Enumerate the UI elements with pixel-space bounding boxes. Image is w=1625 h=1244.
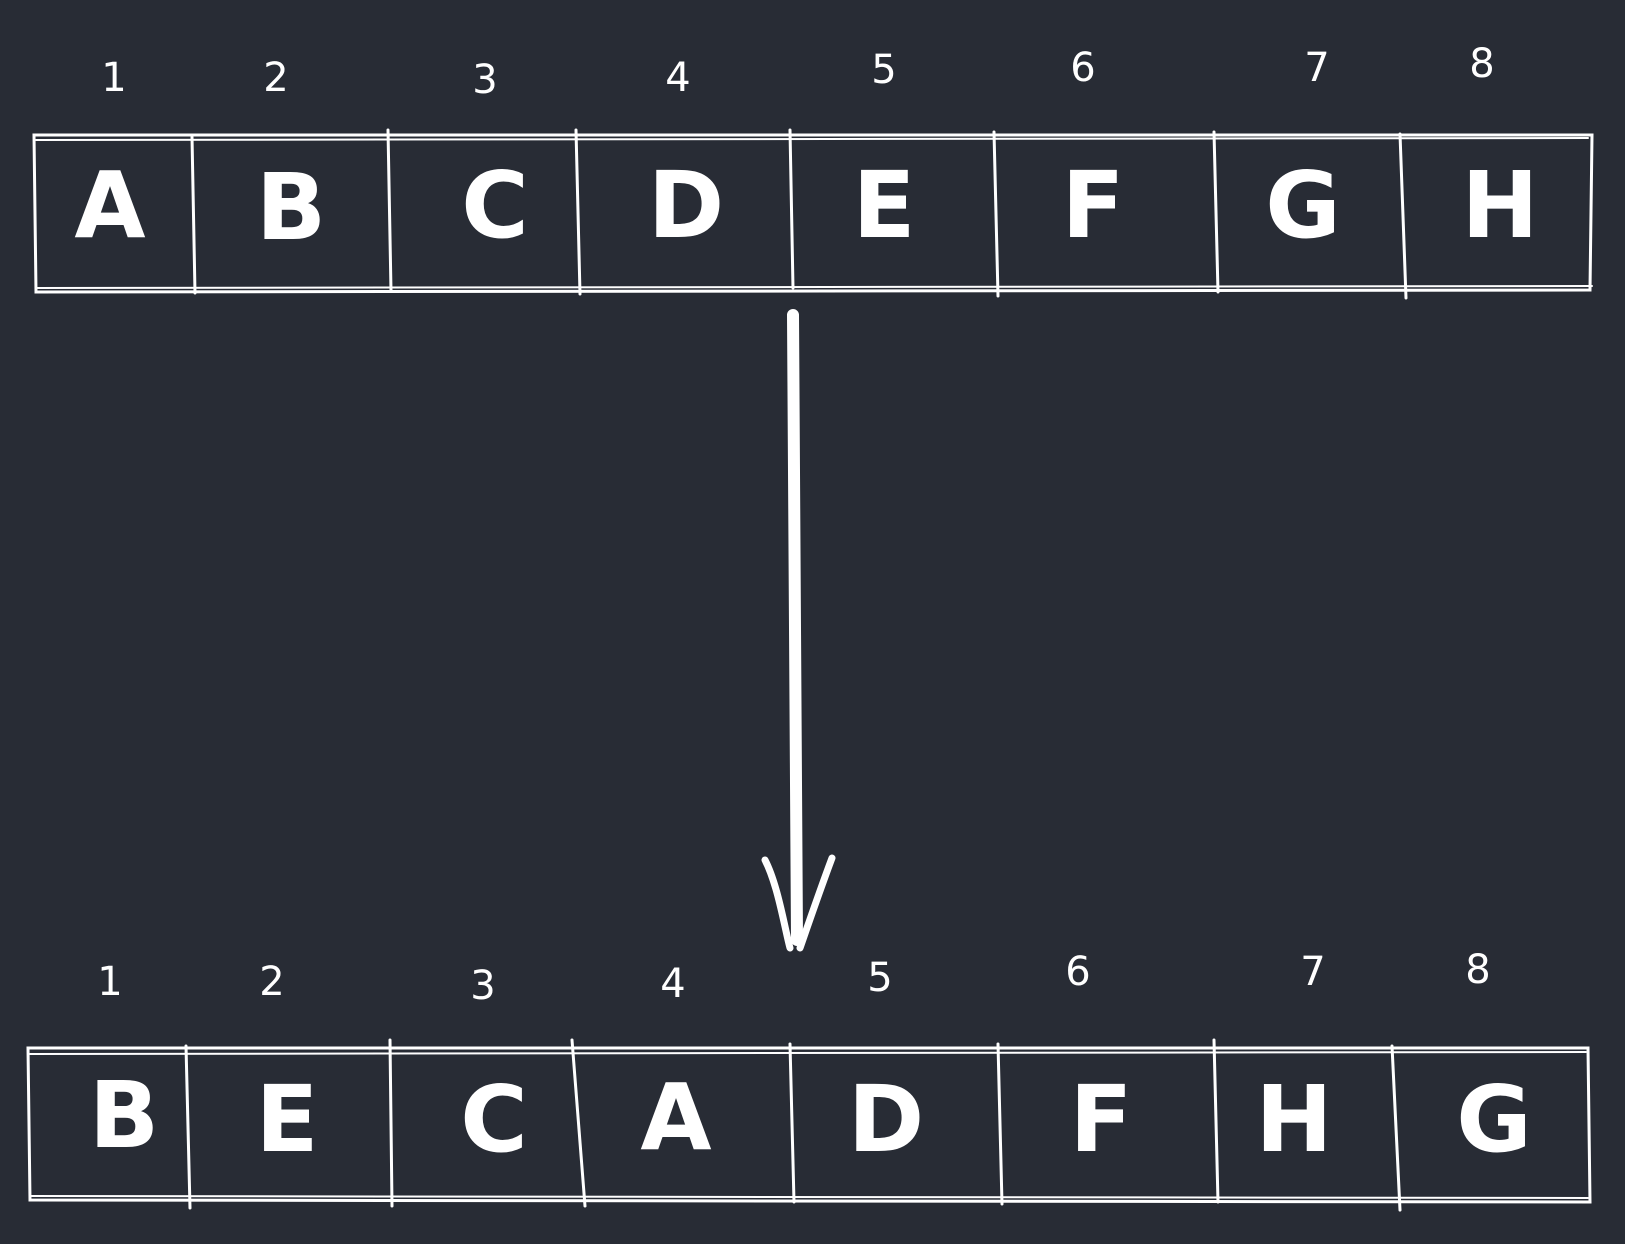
bottom-index-label: 3 (470, 963, 496, 1009)
bottom-divider (388, 1038, 394, 1208)
bottom-index-label: 8 (1465, 947, 1491, 993)
bottom-cell-letter: B (88, 1062, 160, 1169)
top-index-label: 8 (1469, 41, 1495, 87)
bottom-divider (1390, 1044, 1402, 1212)
bottom-index-label: 7 (1300, 949, 1326, 995)
top-cell-letter: D (647, 152, 725, 259)
top-cell-letter: A (74, 152, 146, 259)
top-index-label: 1 (101, 55, 127, 101)
bottom-divider (996, 1042, 1004, 1206)
top-index-label: 3 (472, 57, 498, 103)
top-index-label: 6 (1070, 45, 1096, 91)
top-array-box (32, 128, 1594, 300)
top-index-label: 7 (1304, 45, 1330, 91)
bottom-index-label: 6 (1065, 949, 1091, 995)
top-cell-letter: E (852, 152, 916, 259)
bottom-cell-letter: D (847, 1066, 925, 1173)
bottom-cell-letter: C (460, 1066, 528, 1173)
bottom-cell-letter: A (640, 1064, 712, 1171)
top-cell-letter: C (461, 152, 529, 259)
bottom-divider (788, 1042, 796, 1204)
top-divider (386, 128, 393, 293)
bottom-index-label: 2 (259, 959, 285, 1005)
top-cell-letter: B (255, 154, 327, 261)
bottom-cell-letter: G (1456, 1066, 1532, 1173)
top-index-label: 2 (263, 55, 289, 101)
bottom-cell-letter: E (255, 1066, 319, 1173)
bottom-divider (570, 1038, 587, 1208)
bottom-index-label: 4 (660, 961, 686, 1007)
top-divider (1212, 130, 1220, 294)
top-divider (788, 128, 795, 290)
top-divider (190, 135, 197, 295)
top-index-label: 4 (665, 55, 691, 101)
top-divider (574, 128, 582, 296)
top-cell-letter: H (1461, 152, 1539, 259)
top-index-label: 5 (871, 47, 897, 93)
bottom-cell-letter: F (1069, 1066, 1133, 1173)
bottom-cell-letter: H (1255, 1066, 1333, 1173)
top-divider (992, 130, 1000, 298)
down-arrow-icon (761, 309, 836, 952)
bottom-index-label: 5 (867, 955, 893, 1001)
bottom-divider (184, 1044, 192, 1210)
bottom-index-label: 1 (97, 959, 123, 1005)
top-divider (1398, 132, 1408, 300)
bottom-divider (1212, 1038, 1220, 1204)
top-cell-letter: F (1061, 152, 1125, 259)
bottom-array-box (26, 1038, 1592, 1212)
top-cell-letter: G (1265, 152, 1341, 259)
